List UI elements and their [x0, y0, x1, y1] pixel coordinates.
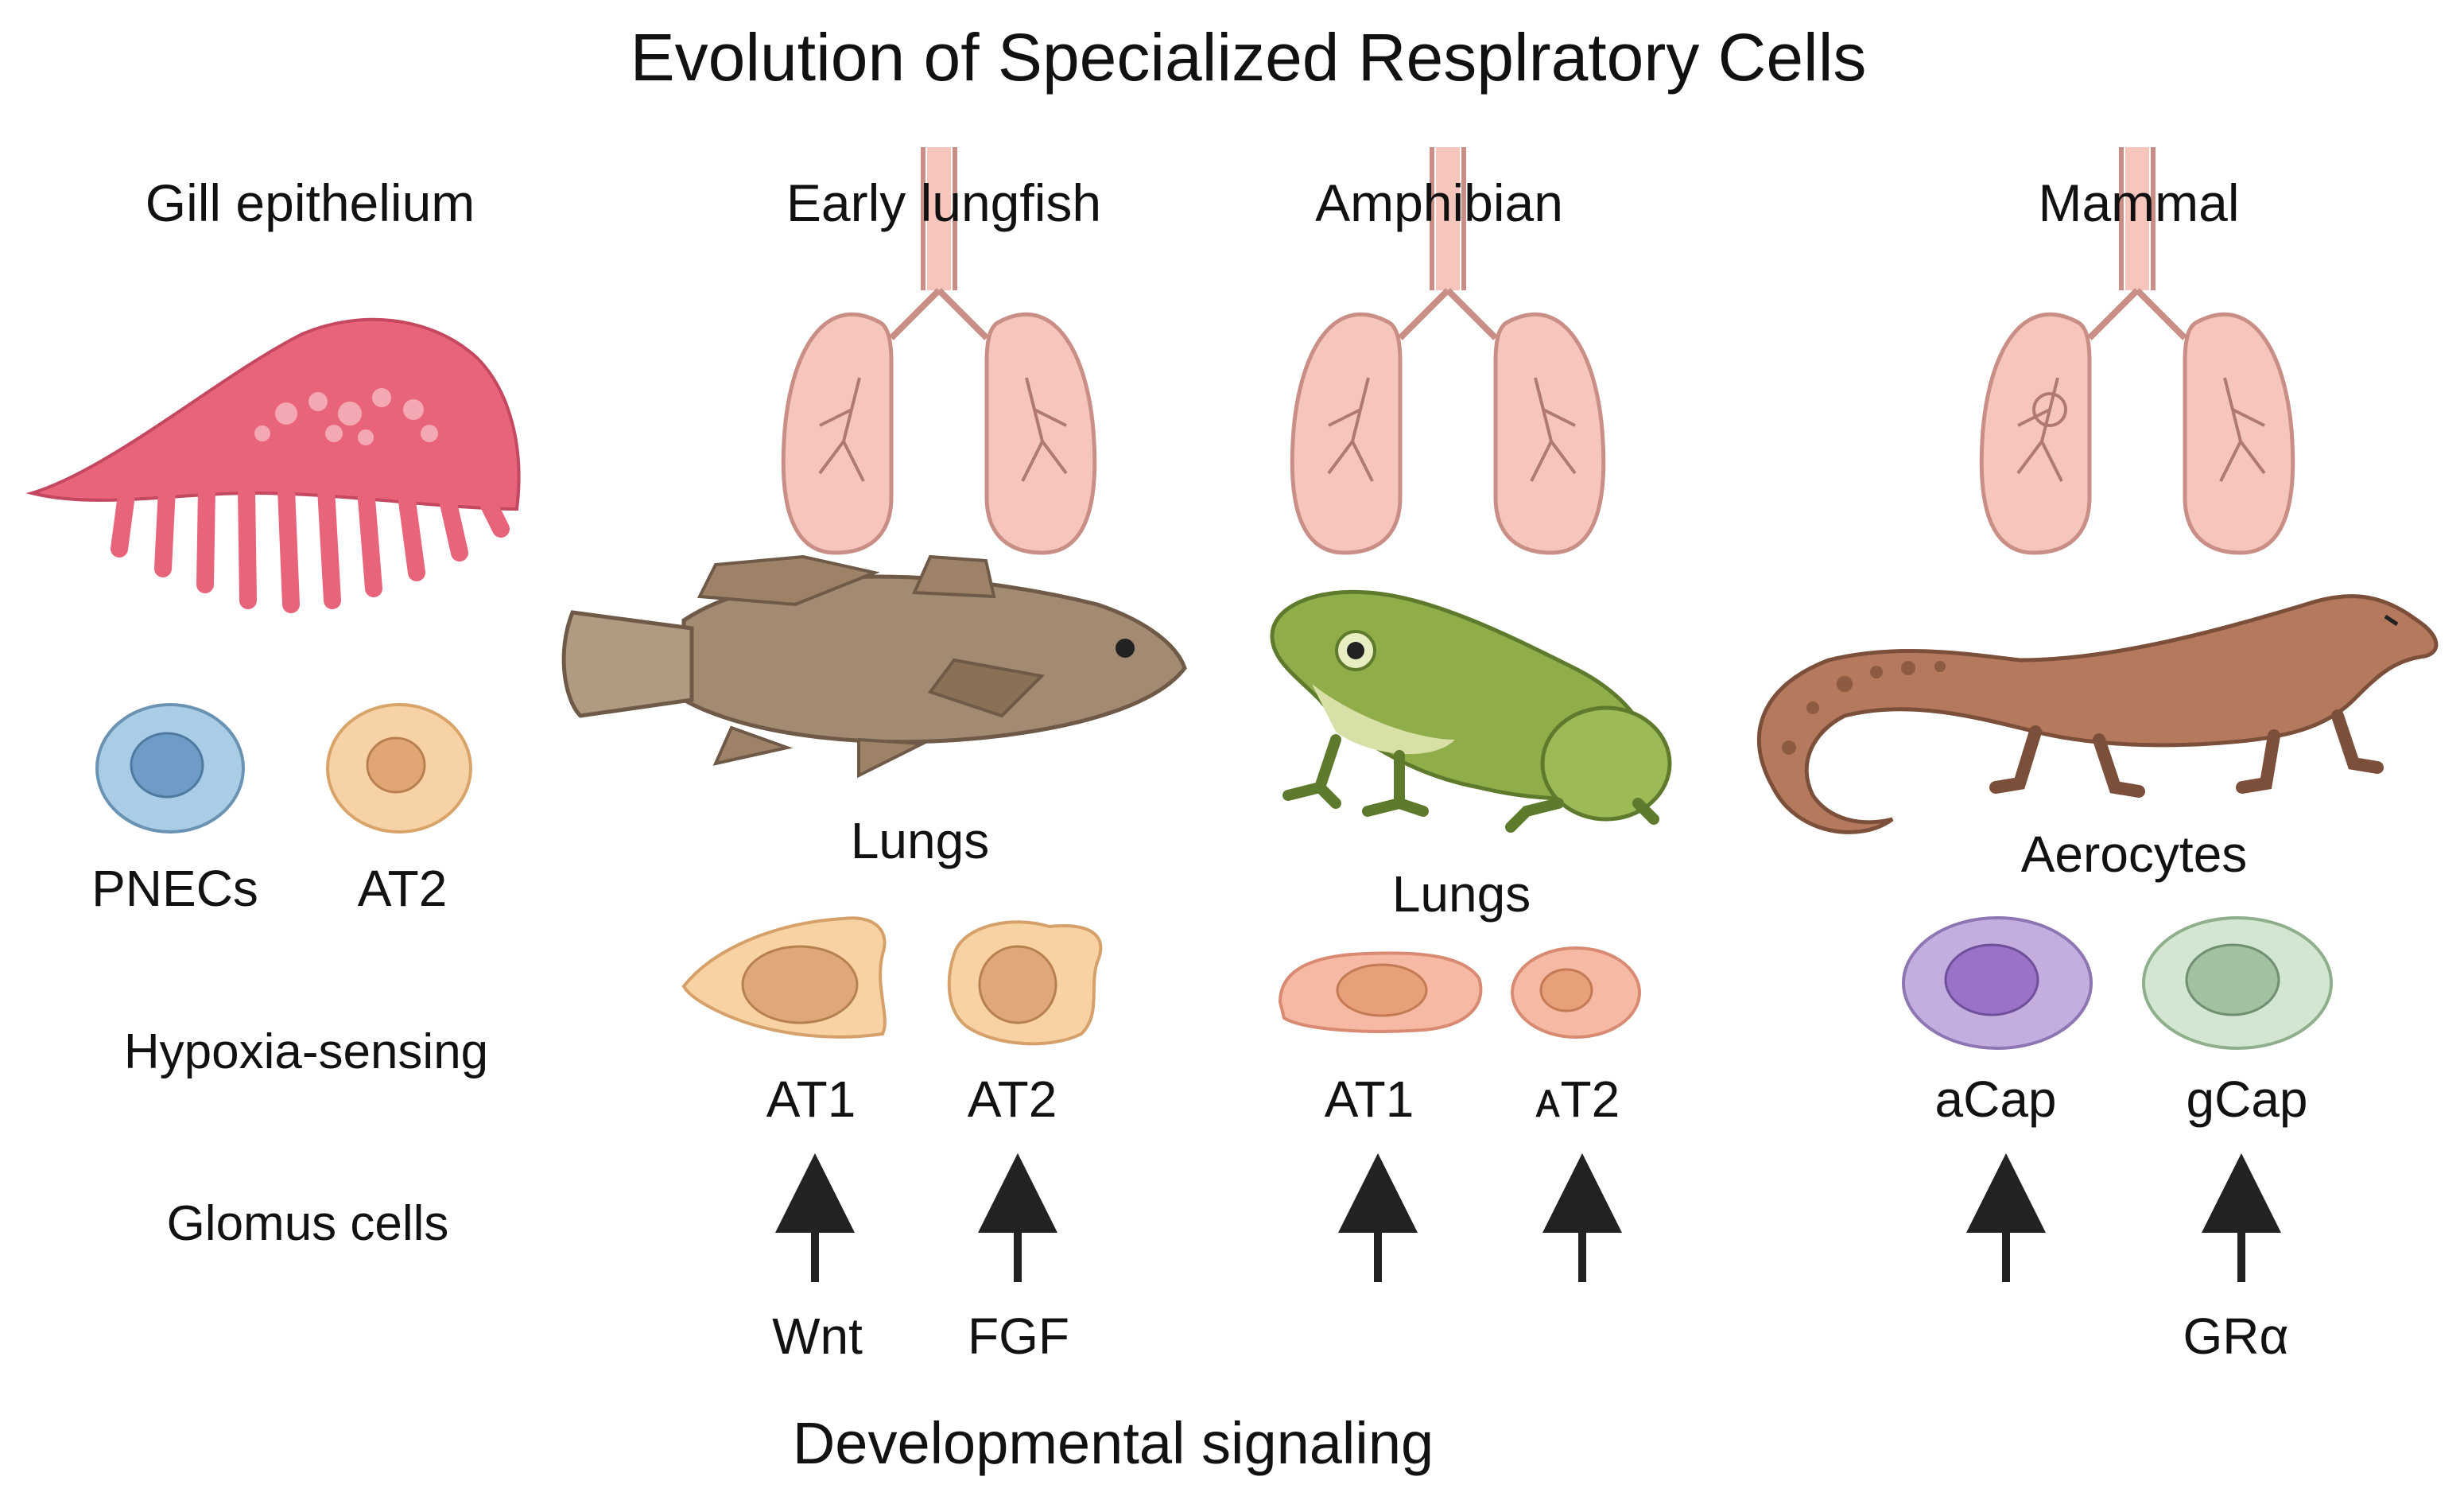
at2-gill-cell	[326, 703, 472, 834]
side-label-glomus: Glomus cells	[166, 1196, 449, 1251]
organ-label-amphibian: Lungs	[1391, 865, 1531, 923]
gill-icon	[25, 317, 521, 613]
diagram-title: Evolution of Specialized Resplratory Cel…	[630, 20, 1867, 95]
column-title-gill: Gill epithelium	[145, 173, 475, 232]
cell-label-acap: aCap	[1934, 1071, 2057, 1128]
cell-label-at2-amphibian: ᴀT2	[1535, 1071, 1620, 1128]
acap-cell	[1902, 916, 2093, 1050]
lungs-icon	[1981, 147, 2292, 553]
footer-label: Developmental signaling	[792, 1410, 1434, 1476]
mammal-icon	[1756, 594, 2439, 834]
column-title-amphibian: Amphibian	[1315, 173, 1563, 232]
column-title-mammal: Mammal	[2038, 173, 2240, 232]
cell-label-at2-lungfish: AT2	[967, 1071, 1057, 1128]
at2-amphibian-cell	[1511, 946, 1641, 1039]
cell-label-pnecs: PNECs	[91, 860, 258, 917]
organ-label-lungfish: Lungs	[850, 812, 990, 869]
signal-label-fgf: FGF	[968, 1308, 1069, 1365]
at1-amphibian-cell	[1278, 951, 1483, 1033]
at2-lungfish-cell	[947, 920, 1103, 1046]
signal-label-wnt: Wnt	[772, 1308, 863, 1365]
frog-icon	[1270, 589, 1672, 833]
cell-label-gcap: gCap	[2186, 1071, 2308, 1128]
signal-label-gr-alpha: GRα	[2183, 1308, 2289, 1365]
cell-label-at1-lungfish: AT1	[766, 1071, 856, 1128]
column-title-lungfish: Early lungfish	[786, 173, 1102, 232]
lungfish-icon	[561, 554, 1187, 779]
side-label-hypoxia: Hypoxia-sensing	[123, 1024, 489, 1079]
cell-label-at1-amphibian: AT1	[1324, 1071, 1414, 1128]
pnec-cell	[95, 703, 245, 834]
gcap-cell	[2142, 916, 2333, 1050]
organ-label-mammal: Aerocytes	[2020, 826, 2248, 883]
signal-arrows	[775, 1153, 2281, 1282]
cell-label-at2-gill: AT2	[357, 860, 448, 917]
at1-lungfish-cell	[681, 916, 887, 1039]
